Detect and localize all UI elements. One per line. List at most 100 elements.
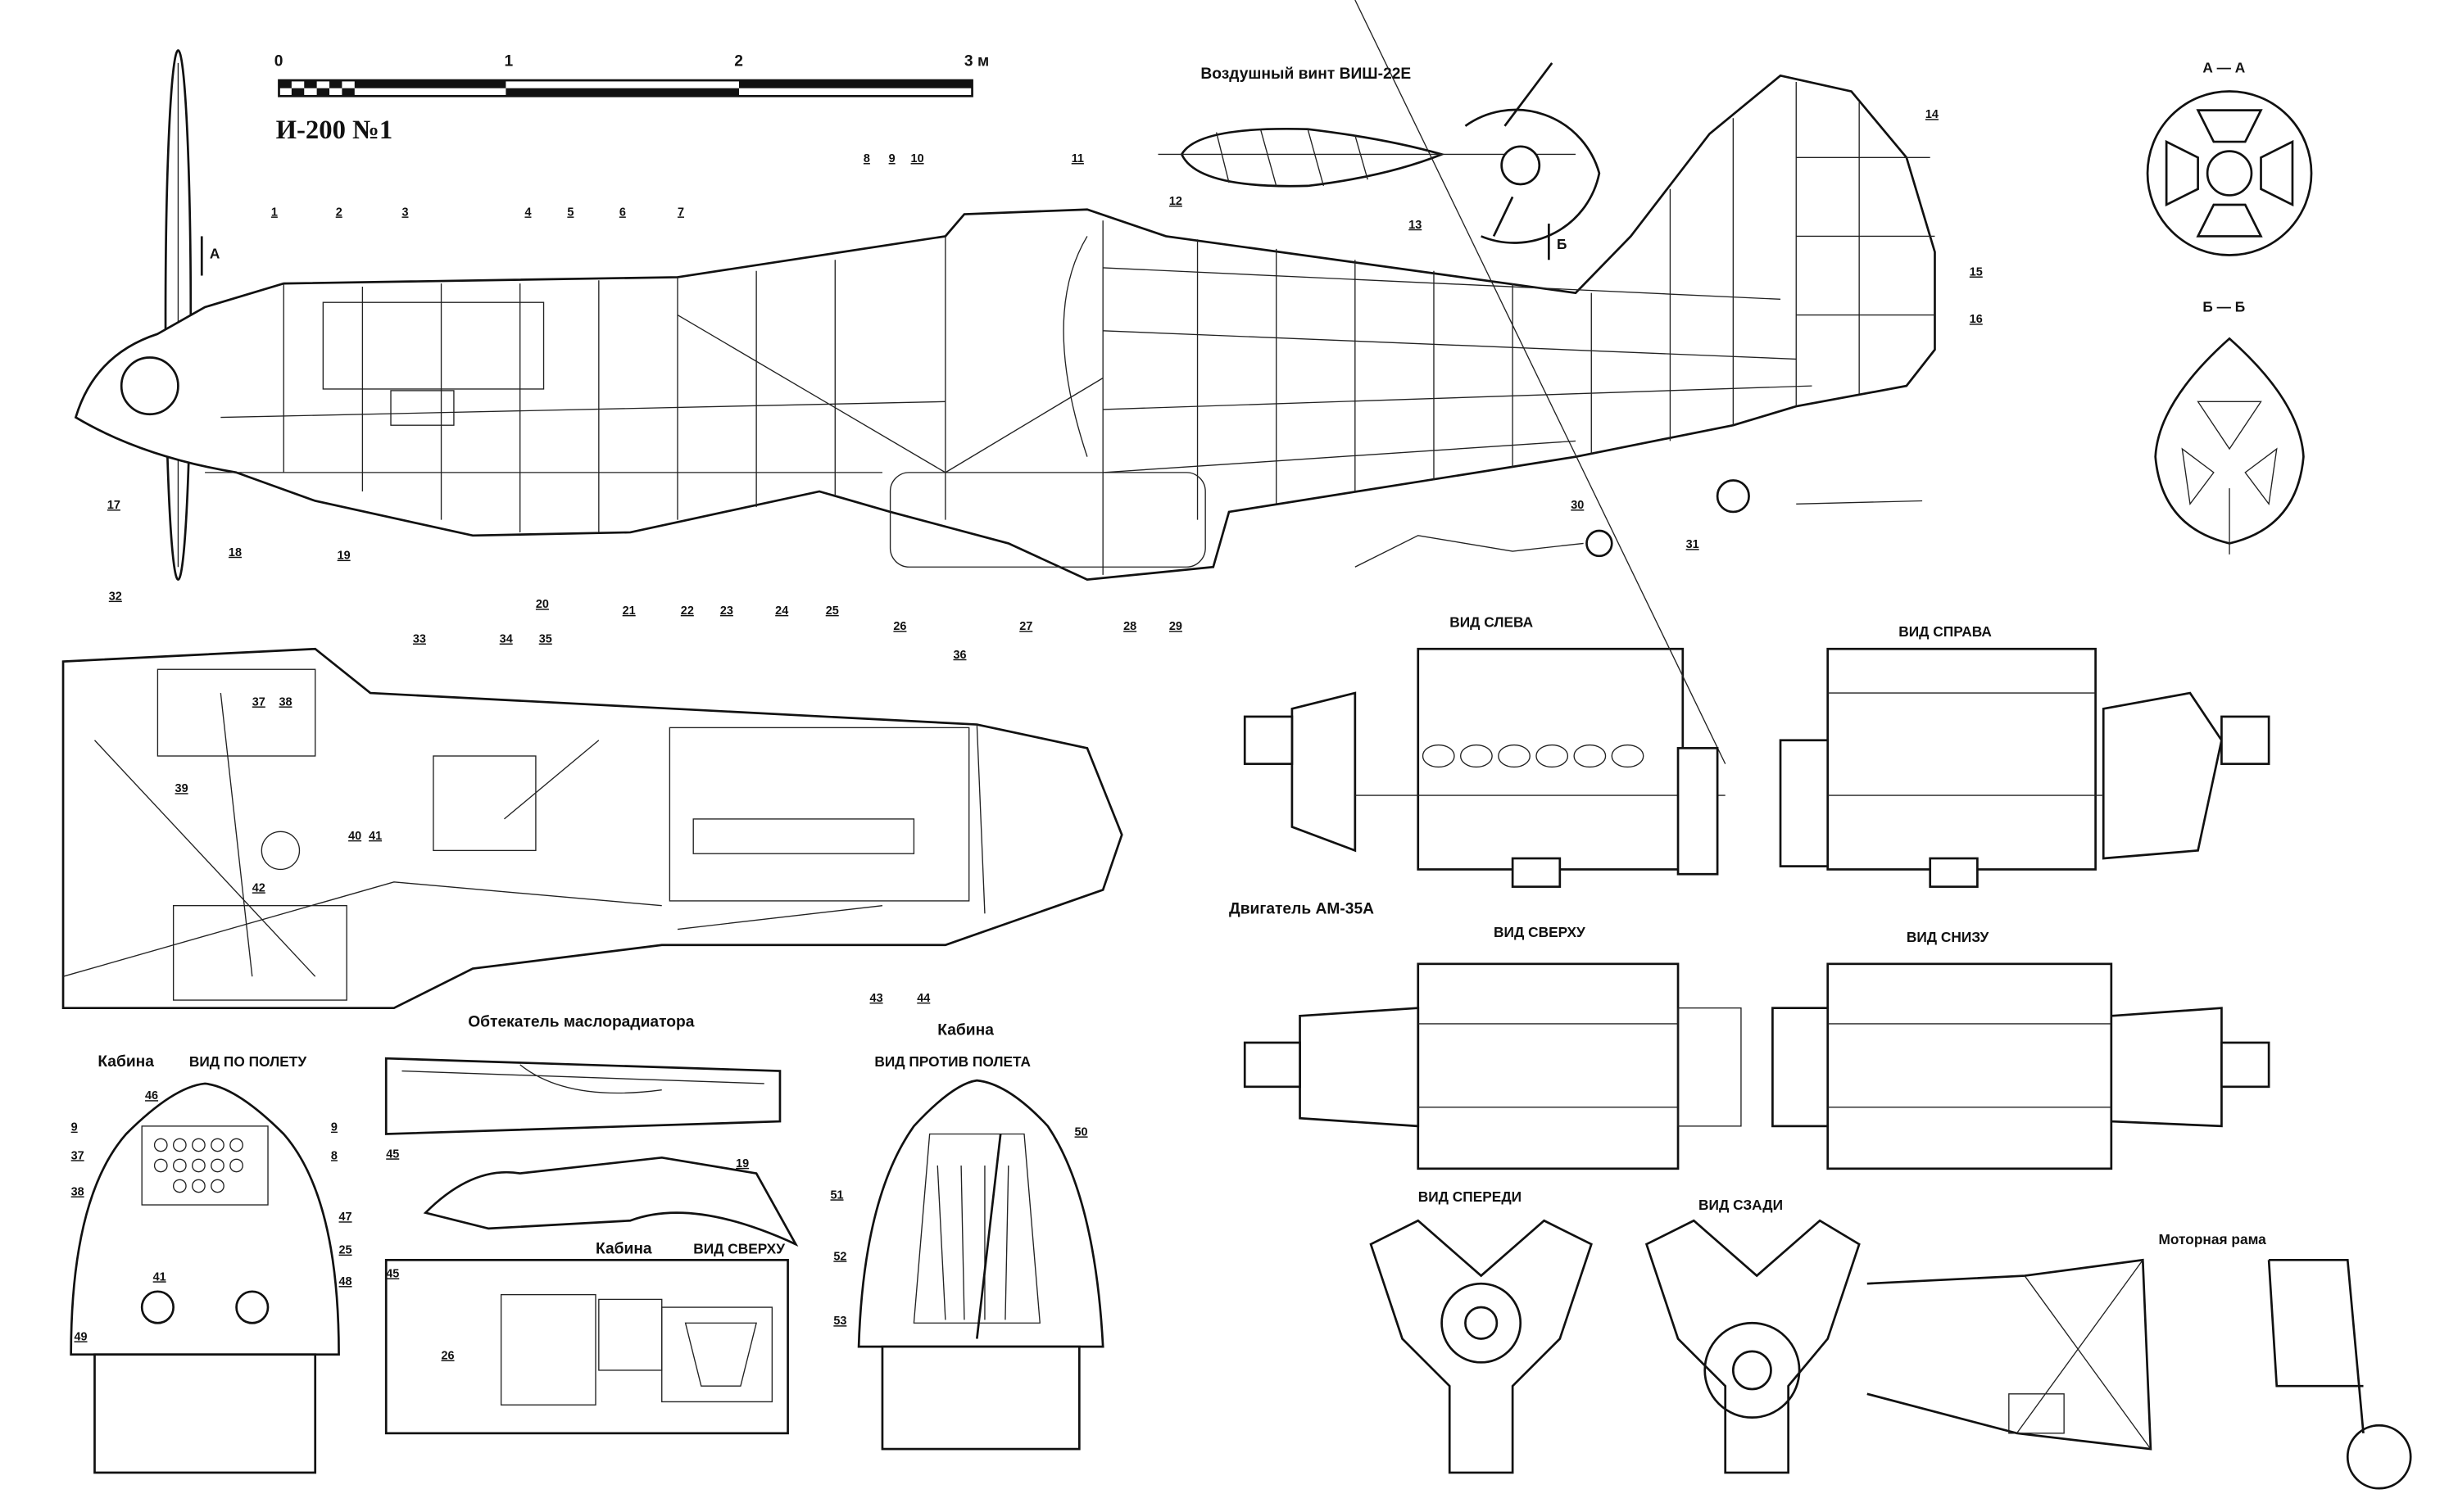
callout: 2 <box>336 206 342 219</box>
section-mark-b: Б <box>1557 236 1567 252</box>
cockpit-rear-caption: Кабина <box>937 1021 994 1039</box>
callout: 17 <box>107 499 120 512</box>
cockpit-front-view-label: ВИД ПО ПОЛЕТУ <box>189 1053 306 1070</box>
callout: 13 <box>1408 219 1422 232</box>
callout: 27 <box>1019 620 1032 633</box>
callout: 14 <box>1925 108 1939 121</box>
scale-tick-3: 3 м <box>964 53 989 70</box>
callout: 49 <box>75 1330 88 1343</box>
callout: 23 <box>720 604 733 618</box>
callout: 37 <box>71 1149 84 1162</box>
callout: 15 <box>1970 266 1983 279</box>
callout: 21 <box>623 604 636 618</box>
callout: 36 <box>953 649 966 662</box>
callout: 19 <box>736 1157 749 1170</box>
callout: 1 <box>271 206 278 219</box>
engine-caption: Двигатель АМ-35А <box>1229 900 1374 917</box>
callout: 33 <box>413 633 426 646</box>
scale-tick-0: 0 <box>274 53 283 70</box>
engine-bottom-view <box>1771 962 2270 1170</box>
callout: 26 <box>893 620 906 633</box>
callout: 8 <box>331 1149 338 1162</box>
callout: 47 <box>339 1211 352 1224</box>
motor-frame-caption: Моторная рама <box>2159 1231 2267 1247</box>
engine-top-view <box>1243 962 1742 1170</box>
callout: 41 <box>369 830 382 843</box>
callout: 12 <box>1169 195 1182 208</box>
callout: 39 <box>175 782 188 795</box>
propeller-caption: Воздушный винт ВИШ-22Е <box>1200 66 1411 83</box>
callout: 8 <box>864 152 870 165</box>
engine-bottom-view-label: ВИД СНИЗУ <box>1907 929 1989 945</box>
callout: 28 <box>1123 620 1136 633</box>
engine-left-view <box>1243 0 1726 888</box>
callout: 48 <box>339 1275 352 1288</box>
callout: 9 <box>331 1121 338 1134</box>
callout: 31 <box>1686 538 1699 551</box>
section-aa-label: А — А <box>2202 59 2245 75</box>
engine-left-view-label: ВИД СЛЕВА <box>1449 613 1533 630</box>
cockpit-top-view: Кабина ВИД СВЕРХУ <box>384 1241 789 1435</box>
callout: 9 <box>71 1121 78 1134</box>
callout: 40 <box>348 830 361 843</box>
callout: 51 <box>831 1188 844 1202</box>
callout: 25 <box>339 1244 352 1257</box>
propeller-vish22e-view: Воздушный винт ВИШ-22Е <box>1158 62 1601 244</box>
callout: 24 <box>775 604 788 618</box>
drawing-title: И-200 №1 <box>276 115 393 145</box>
callout: 22 <box>681 604 694 618</box>
callout: 5 <box>567 206 574 219</box>
callout: 18 <box>229 546 242 559</box>
callout: 7 <box>678 206 684 219</box>
callout: 42 <box>252 881 265 894</box>
callout: 41 <box>153 1270 166 1283</box>
callout: 20 <box>536 598 549 611</box>
engine-right-view-label: ВИД СПРАВА <box>1898 623 1992 640</box>
callout: 6 <box>619 206 626 219</box>
cockpit-rear-view-label: ВИД ПРОТИВ ПОЛЕТА <box>874 1053 1031 1070</box>
fuselage-cutaway-view <box>61 647 1123 1010</box>
callout: 19 <box>338 550 351 563</box>
scale-bar: 0 1 2 3 м <box>274 53 989 97</box>
oil-radiator-caption: Обтекатель маслорадиатора <box>468 1014 694 1031</box>
callout: 29 <box>1169 620 1182 633</box>
callout: 46 <box>145 1089 158 1102</box>
callout: 50 <box>1075 1125 1088 1139</box>
callout: 30 <box>1571 499 1584 512</box>
callout: 4 <box>524 206 531 219</box>
cockpit-front-caption: Кабина <box>98 1053 154 1071</box>
callout: 25 <box>826 604 839 618</box>
callout: 43 <box>870 992 883 1005</box>
callout: 38 <box>279 695 292 708</box>
callout-numbers: 1 2 3 4 5 6 7 8 9 10 11 12 13 14 15 16 1… <box>71 108 1983 1362</box>
callout: 53 <box>833 1315 846 1328</box>
engine-rear-view-label: ВИД СЗАДИ <box>1698 1197 1783 1213</box>
callout: 45 <box>386 1148 399 1161</box>
callout: 35 <box>539 633 552 646</box>
engine-front-view <box>1369 1219 1593 1474</box>
cockpit-top-caption: Кабина <box>596 1241 652 1258</box>
callout: 26 <box>442 1349 455 1362</box>
engine-right-view <box>1779 647 2270 888</box>
callout: 11 <box>1072 152 1084 165</box>
callout: 32 <box>109 591 122 604</box>
callout: 3 <box>401 206 408 219</box>
oil-radiator-fairing: Обтекатель маслорадиатора <box>384 1014 799 1247</box>
section-bb-label: Б — Б <box>2202 299 2245 315</box>
section-mark-a: А <box>210 245 220 261</box>
fuselage-side-view <box>74 74 1936 582</box>
engine-front-view-label: ВИД СПЕРЕДИ <box>1418 1188 1522 1205</box>
cockpit-top-view-label: ВИД СВЕРХУ <box>693 1241 785 1257</box>
cockpit-rearward-view: Кабина ВИД ПРОТИВ ПОЛЕТА <box>857 1021 1104 1451</box>
section-bb: Б — Б <box>2154 299 2305 555</box>
scale-tick-2: 2 <box>734 53 743 70</box>
callout: 9 <box>889 152 896 165</box>
scale-tick-1: 1 <box>504 53 513 70</box>
callout: 38 <box>71 1185 84 1198</box>
cockpit-forward-view: Кабина ВИД ПО ПОЛЕТУ <box>70 1053 340 1474</box>
callout: 16 <box>1970 313 1983 326</box>
callout: 34 <box>500 633 513 646</box>
callout: 10 <box>911 152 924 165</box>
callout: 45 <box>386 1267 399 1280</box>
